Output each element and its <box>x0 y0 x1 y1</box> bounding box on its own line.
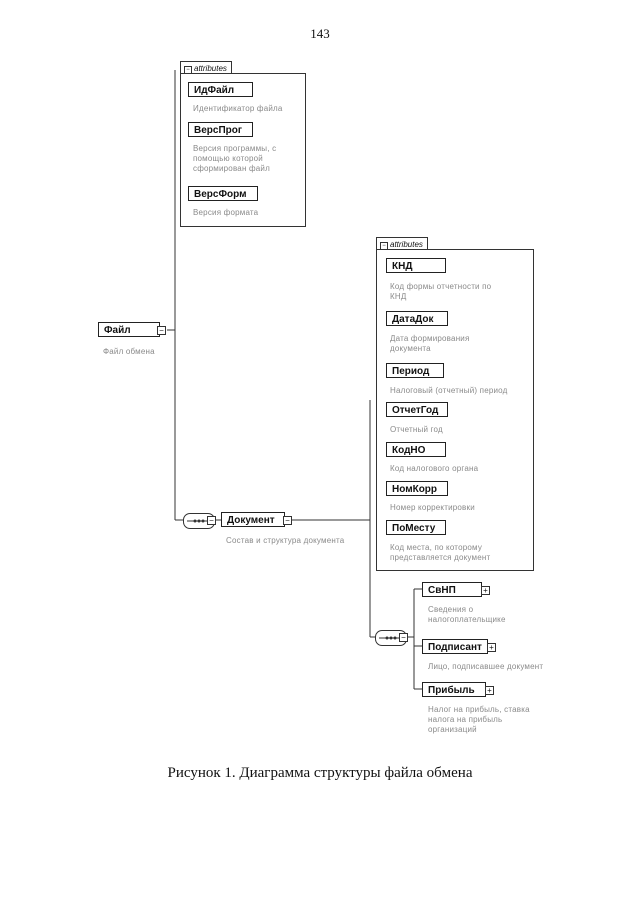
element-pribyl[interactable]: Прибыль <box>422 682 486 697</box>
description-line: Номер корректировки <box>390 503 475 512</box>
attributes-tab-label: attributes <box>194 64 227 73</box>
attr-nomkorr-description: Номер корректировки <box>390 503 475 513</box>
attr-pomestu[interactable]: ПоМесту <box>386 520 446 535</box>
description-line: сформирован файл <box>193 164 270 173</box>
attr-otchetgod-description: Отчетный год <box>390 425 443 435</box>
attr-nomkorr[interactable]: НомКорр <box>386 481 448 496</box>
attr-datadok-description: Дата формирования документа <box>390 334 470 354</box>
description-line: Версия программы, с <box>193 144 277 153</box>
attr-knd[interactable]: КНД <box>386 258 446 273</box>
attr-pomestu-description: Код места, по которому представляется до… <box>390 543 490 563</box>
root-element-fajl[interactable]: Файл <box>98 322 160 337</box>
expand-icon[interactable]: + <box>485 686 494 695</box>
description-line: КНД <box>390 292 407 301</box>
description-line: Дата формирования <box>390 334 470 343</box>
attr-versprog[interactable]: ВерсПрог <box>188 122 253 137</box>
attr-kodno[interactable]: КодНО <box>386 442 446 457</box>
description-line: документа <box>390 344 431 353</box>
attr-period[interactable]: Период <box>386 363 444 378</box>
attr-knd-description: Код формы отчетности по КНД <box>390 282 491 302</box>
expand-collapse-icon[interactable]: − <box>157 326 166 335</box>
description-line: налога на прибыль <box>428 715 503 724</box>
description-line: Идентификатор файла <box>193 104 283 113</box>
description-line: Версия формата <box>193 208 259 217</box>
attr-versform-description: Версия формата <box>193 208 258 218</box>
attr-versprog-description: Версия программы, с помощью которой сфор… <box>193 144 276 174</box>
expand-collapse-icon[interactable]: − <box>283 516 292 525</box>
sequence-collapse-icon[interactable]: − <box>207 516 216 525</box>
description-line: Налог на прибыль, ставка <box>428 705 530 714</box>
element-svnp[interactable]: СвНП <box>422 582 482 597</box>
element-pribyl-description: Налог на прибыль, ставка налога на прибы… <box>428 705 530 735</box>
element-dokument-description: Состав и структура документа <box>226 536 345 545</box>
description-line: Отчетный год <box>390 425 443 434</box>
figure-caption: Рисунок 1. Диаграмма структуры файла обм… <box>167 765 473 781</box>
attr-versform[interactable]: ВерсФорм <box>188 186 258 201</box>
attr-kodno-description: Код налогового органа <box>390 464 478 474</box>
root-attributes-tab[interactable]: −attributes <box>180 61 232 74</box>
element-podpisant-description: Лицо, подписавшее документ <box>428 662 543 672</box>
expand-icon[interactable]: + <box>481 586 490 595</box>
description-line: помощью которой <box>193 154 263 163</box>
description-line: Налоговый (отчетный) период <box>390 386 508 395</box>
document-attributes-tab[interactable]: −attributes <box>376 237 428 250</box>
attributes-tab-label: attributes <box>390 240 423 249</box>
root-element-description: Файл обмена <box>103 347 155 356</box>
description-line: Код места, по которому <box>390 543 483 552</box>
attr-datadok[interactable]: ДатаДок <box>386 311 448 326</box>
attr-otchetgod[interactable]: ОтчетГод <box>386 402 448 417</box>
attr-period-description: Налоговый (отчетный) период <box>390 386 508 396</box>
description-line: налогоплательщике <box>428 615 506 624</box>
attr-idfajl[interactable]: ИдФайл <box>188 82 253 97</box>
description-line: Код налогового органа <box>390 464 479 473</box>
element-svnp-description: Сведения о налогоплательщике <box>428 605 506 625</box>
root-attributes-panel <box>180 73 306 227</box>
expand-icon[interactable]: + <box>487 643 496 652</box>
description-line: организаций <box>428 725 477 734</box>
description-line: Код формы отчетности по <box>390 282 492 291</box>
element-dokument[interactable]: Документ <box>221 512 285 527</box>
description-line: Лицо, подписавшее документ <box>428 662 544 671</box>
page-number: 143 <box>310 26 330 41</box>
description-line: Сведения о <box>428 605 474 614</box>
description-line: представляется документ <box>390 553 491 562</box>
attr-idfajl-description: Идентификатор файла <box>193 104 283 114</box>
element-podpisant[interactable]: Подписант <box>422 639 488 654</box>
sequence-collapse-icon[interactable]: − <box>399 633 408 642</box>
